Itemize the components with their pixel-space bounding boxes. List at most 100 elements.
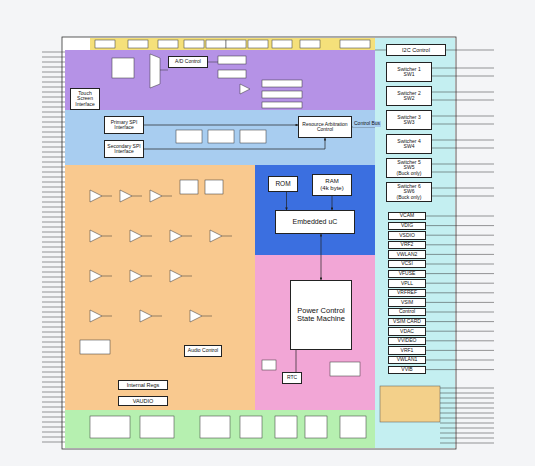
pin-wire: [42, 112, 65, 113]
block-box: VDIG: [388, 222, 426, 230]
signal-wire: [102, 236, 112, 237]
block-box: VFUSE: [388, 270, 426, 278]
pin-wire: [42, 307, 65, 308]
comparator-symbol: [240, 84, 250, 94]
block-label: Power Control State Machine: [292, 307, 350, 324]
block-box: VRFREF: [388, 289, 426, 297]
block-box: ROM: [268, 176, 298, 192]
pin-wire: [426, 235, 494, 236]
pin-wire: [42, 402, 65, 403]
pin-wire: [426, 244, 494, 245]
block-box: Power Control State Machine: [290, 280, 352, 350]
top-bar: [90, 38, 375, 50]
block-box: VSIM: [388, 298, 426, 306]
block-label: VVIDEO: [390, 338, 424, 344]
pin-wire: [426, 273, 494, 274]
pin-wire: [432, 164, 494, 165]
pin-wire: [42, 297, 65, 298]
peripheral-block: [128, 40, 148, 48]
peripheral-block: [340, 40, 370, 48]
pin-wire: [440, 413, 494, 414]
pin-wire: [440, 443, 494, 444]
block-label: VSIM CARD: [390, 319, 424, 325]
signal-wire: [102, 316, 112, 317]
block-box: Primary SPI Interface: [104, 116, 144, 134]
pin-wire: [42, 322, 65, 323]
block-label: (4k byte): [314, 185, 350, 192]
block-box: Touch Screen Interface: [70, 88, 100, 110]
pin-wire: [42, 387, 65, 388]
block-label: VSDIO: [390, 233, 424, 239]
pin-wire: [426, 302, 494, 303]
block-box: Audio Control: [184, 345, 222, 357]
pin-wire: [42, 342, 65, 343]
signal-wire: [208, 62, 218, 63]
pin-wire: [426, 350, 494, 351]
pin-wire: [42, 92, 65, 93]
pin-wire: [440, 418, 494, 419]
pin-wire: [432, 148, 494, 149]
pin-wire: [42, 217, 65, 218]
amplifier-symbol: [130, 230, 142, 242]
pin-wire: [42, 242, 65, 243]
pin-wire: [432, 100, 494, 101]
register-block: [262, 80, 302, 87]
pin-wire: [42, 122, 65, 123]
pin-wire: [42, 62, 65, 63]
block-box: Switcher 6SW6(Buck only): [386, 182, 432, 202]
register-block: [240, 130, 266, 143]
pin-wire: [42, 222, 65, 223]
amplifier-symbol: [170, 230, 182, 242]
pin-wire: [42, 397, 65, 398]
signal-wire: [182, 236, 192, 237]
adc-block: [112, 58, 134, 78]
pin-wire: [42, 417, 65, 418]
pin-wire: [42, 412, 65, 413]
connector: [332, 196, 333, 210]
pin-wire: [426, 321, 494, 322]
signal-wire: [142, 276, 152, 277]
block-label: VFUSE: [390, 271, 424, 277]
amplifier-symbol: [90, 230, 102, 242]
pin-wire: [42, 52, 65, 53]
block-box: VSDIO: [388, 231, 426, 239]
amplifier-symbol: [90, 190, 102, 202]
pin-wire: [42, 77, 65, 78]
pin-wire: [42, 167, 65, 168]
power-region: [255, 255, 375, 410]
register-block: [176, 130, 202, 143]
block-box: VAUDIO: [118, 396, 168, 406]
block-label: SW1: [388, 72, 430, 78]
pin-wire: [42, 137, 65, 138]
peripheral-block: [184, 40, 204, 48]
block-box: Switcher 2SW2: [386, 86, 432, 106]
connector: [144, 138, 325, 149]
filter-block: [180, 180, 198, 194]
amplifier-symbol: [90, 310, 102, 322]
block-box: VDAC: [388, 327, 426, 335]
peripheral-block: [206, 40, 226, 48]
signal-wire: [182, 276, 192, 277]
pin-wire: [42, 347, 65, 348]
signal-wire: [202, 316, 212, 317]
block-box: Internal Regs: [118, 380, 168, 390]
pin-wire: [432, 116, 494, 117]
pin-wire: [440, 403, 494, 404]
pin-wire: [42, 357, 65, 358]
pin-wire: [440, 408, 494, 409]
block-label: Embedded uC: [277, 218, 353, 226]
block-label: VRF1: [390, 348, 424, 354]
signal-wire: [132, 196, 142, 197]
pin-wire: [42, 147, 65, 148]
pin-wire: [42, 102, 65, 103]
pin-wire: [42, 247, 65, 248]
peripheral-block: [158, 40, 178, 48]
block-label: VWLAN2: [390, 252, 424, 258]
usb-region: [65, 410, 375, 448]
pin-wire: [432, 188, 494, 189]
block-label: RTC: [284, 375, 300, 381]
usb-block: [340, 416, 366, 438]
block-label: ROM: [270, 180, 296, 187]
pin-wire: [432, 92, 494, 93]
block-label: VCAM: [390, 213, 424, 219]
